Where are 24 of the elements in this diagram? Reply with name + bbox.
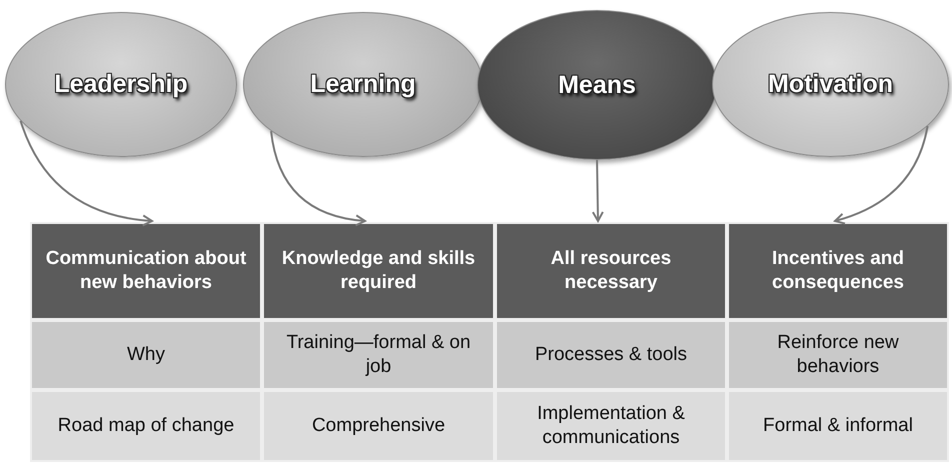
table-cell: Formal & informal [727, 390, 949, 462]
node-text: Means [558, 70, 636, 100]
table-cell: Comprehensive [262, 390, 495, 462]
table-header-cell [30, 222, 262, 320]
arrow [270, 130, 366, 226]
arrow [592, 160, 604, 222]
arrow [834, 126, 929, 224]
table-cell: Why [30, 320, 262, 390]
table-cell: Road map of change [30, 390, 262, 462]
node-text: Knowledge and skills required [280, 247, 476, 295]
table-header-cell [495, 222, 727, 320]
node-text: All resources necessary [550, 247, 672, 295]
arrow [20, 120, 153, 226]
node-text: Motivation [768, 70, 893, 99]
table-header-cell [727, 222, 949, 320]
table-cell: Training—formal & on job [262, 320, 495, 390]
node-text: Learning [310, 70, 416, 99]
table-cell: Reinforce new behaviors [727, 320, 949, 390]
table-cell: Implementation & communications [495, 390, 727, 462]
node-text: Communication about new behaviors [44, 247, 248, 295]
node-text: Incentives and consequences [771, 247, 905, 295]
node-text: Leadership [54, 70, 188, 99]
table-cell: Processes & tools [495, 320, 727, 390]
table-header-cell [262, 222, 495, 320]
